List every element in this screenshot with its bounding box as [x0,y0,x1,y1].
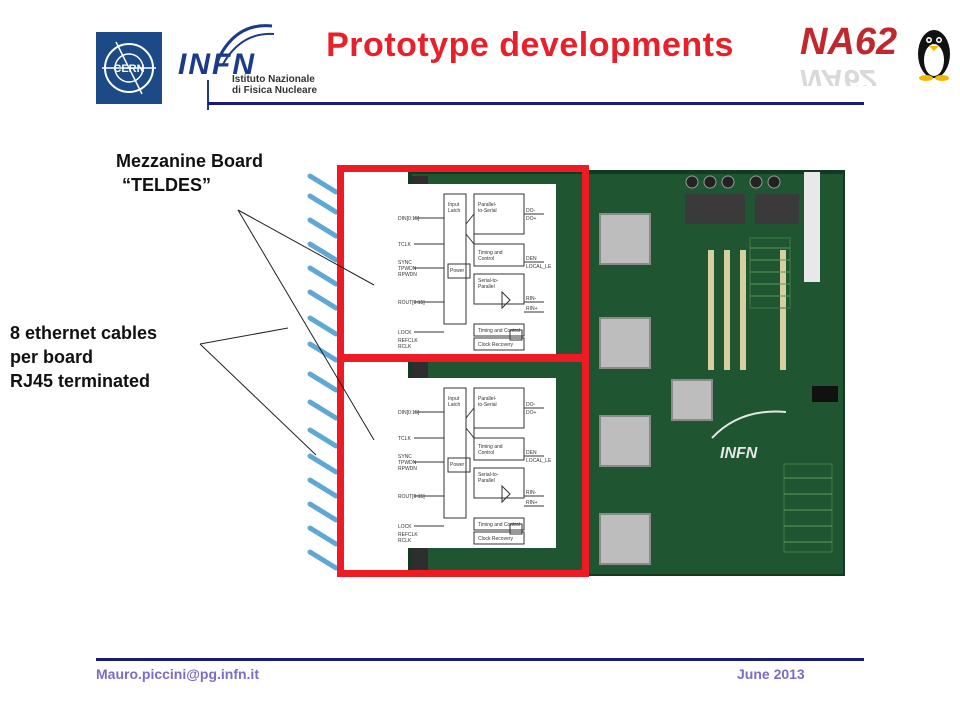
svg-text:TCLK: TCLK [398,242,411,248]
teldes-block-diagram-2: DIN[0:15] TCLK SYNC TPWDN RPWDN ROUT[0:1… [374,378,556,548]
svg-text:Clock Recovery: Clock Recovery [478,536,514,542]
infn-subtitle-line1: Istituto Nazionale [232,74,315,85]
cables-label-line1: 8 ethernet cables [10,323,158,343]
na62-logo: NA62 NA62 [796,14,956,86]
svg-text:Serial-to-: Serial-to- [478,472,499,478]
svg-text:RPWDN: RPWDN [398,466,417,472]
svg-text:RPWDN: RPWDN [398,272,417,278]
svg-text:DO-: DO- [526,402,536,408]
svg-text:LOCK: LOCK [398,330,412,336]
svg-text:Latch: Latch [448,402,460,408]
svg-text:RIN+: RIN+ [526,500,538,506]
svg-text:Parallel: Parallel [478,284,495,290]
svg-text:TCLK: TCLK [398,436,411,442]
svg-text:DO+: DO+ [526,216,537,222]
cables-label-line2: per board [10,347,94,367]
footer-email: Mauro.piccini@pg.infn.it [96,666,259,682]
svg-text:to-Serial: to-Serial [478,208,497,214]
svg-text:NA62: NA62 [800,63,877,86]
svg-text:DO-: DO- [526,208,536,214]
svg-text:ROUT[0:15]: ROUT[0:15] [398,494,425,500]
svg-text:Input: Input [448,202,460,208]
cables-leader-2 [199,343,317,456]
svg-text:LOCK: LOCK [398,524,412,530]
svg-text:Input: Input [448,396,460,402]
svg-text:Serial-to-: Serial-to- [478,278,499,284]
svg-text:DEN: DEN [526,256,537,262]
svg-text:Power: Power [450,462,465,468]
ethernet-cables-label: 8 ethernet cables per board RJ45 termina… [10,321,157,393]
svg-text:Parallel: Parallel [478,478,495,484]
slide-title: Prototype developments [326,26,734,64]
cern-logo: CERN [96,32,162,104]
infn-logo: INFN [176,18,316,110]
teldes-block-diagram-1: DIN[0:15] TCLK SYNC TPWDN RPWDN ROUT[0:1… [374,184,556,354]
mezzanine-highlight-2 [337,355,589,577]
svg-text:DIN[0:15]: DIN[0:15] [398,216,420,222]
svg-text:Control: Control [478,256,494,262]
svg-text:Timing and Control: Timing and Control [478,328,520,334]
svg-text:DIN[0:15]: DIN[0:15] [398,410,420,416]
na62-logo-text: NA62 [800,21,897,63]
svg-text:REFCLK: REFCLK [398,338,418,344]
footer-date: June 2013 [737,666,805,682]
svg-text:DO+: DO+ [526,410,537,416]
mezzanine-label-line2: “TELDES” [122,175,212,195]
infn-logo-text: INFN [178,48,256,81]
header-rule [208,102,864,105]
svg-text:Timing and Control: Timing and Control [478,522,520,528]
svg-text:Timing and: Timing and [478,444,503,450]
svg-text:Parallel-: Parallel- [478,396,497,402]
svg-text:LOCAL_LE: LOCAL_LE [526,264,552,270]
svg-text:TPWDN: TPWDN [398,266,417,272]
svg-text:Power: Power [450,268,465,274]
infn-subtitle-line2: di Fisica Nucleare [232,85,318,96]
svg-text:Latch: Latch [448,208,460,214]
svg-text:ROUT[0:15]: ROUT[0:15] [398,300,425,306]
cern-logo-text: CERN [113,63,144,75]
svg-text:to-Serial: to-Serial [478,402,497,408]
svg-text:RIN+: RIN+ [526,306,538,312]
footer-rule [96,658,864,661]
cables-label-line3: RJ45 terminated [10,371,151,391]
svg-text:TPWDN: TPWDN [398,460,417,466]
svg-text:Timing and: Timing and [478,250,503,256]
svg-text:SYNC: SYNC [398,260,412,266]
svg-text:INFN: INFN [720,445,758,462]
svg-text:LOCAL_LE: LOCAL_LE [526,458,552,464]
svg-text:DEN: DEN [526,450,537,456]
svg-text:Parallel-: Parallel- [478,202,497,208]
svg-text:RIN-: RIN- [526,490,537,496]
svg-text:RIN-: RIN- [526,296,537,302]
infn-subtitle: Istituto Nazionale di Fisica Nucleare [232,74,317,96]
mezzanine-board-label: Mezzanine Board “TELDES” [116,149,263,197]
cables-leader-1 [199,327,289,345]
mezzanine-label-line1: Mezzanine Board [116,151,264,171]
svg-text:RCLK: RCLK [398,344,412,350]
svg-text:RCLK: RCLK [398,538,412,544]
svg-text:Clock Recovery: Clock Recovery [478,342,514,348]
svg-text:REFCLK: REFCLK [398,532,418,538]
svg-text:Control: Control [478,450,494,456]
svg-text:SYNC: SYNC [398,454,412,460]
